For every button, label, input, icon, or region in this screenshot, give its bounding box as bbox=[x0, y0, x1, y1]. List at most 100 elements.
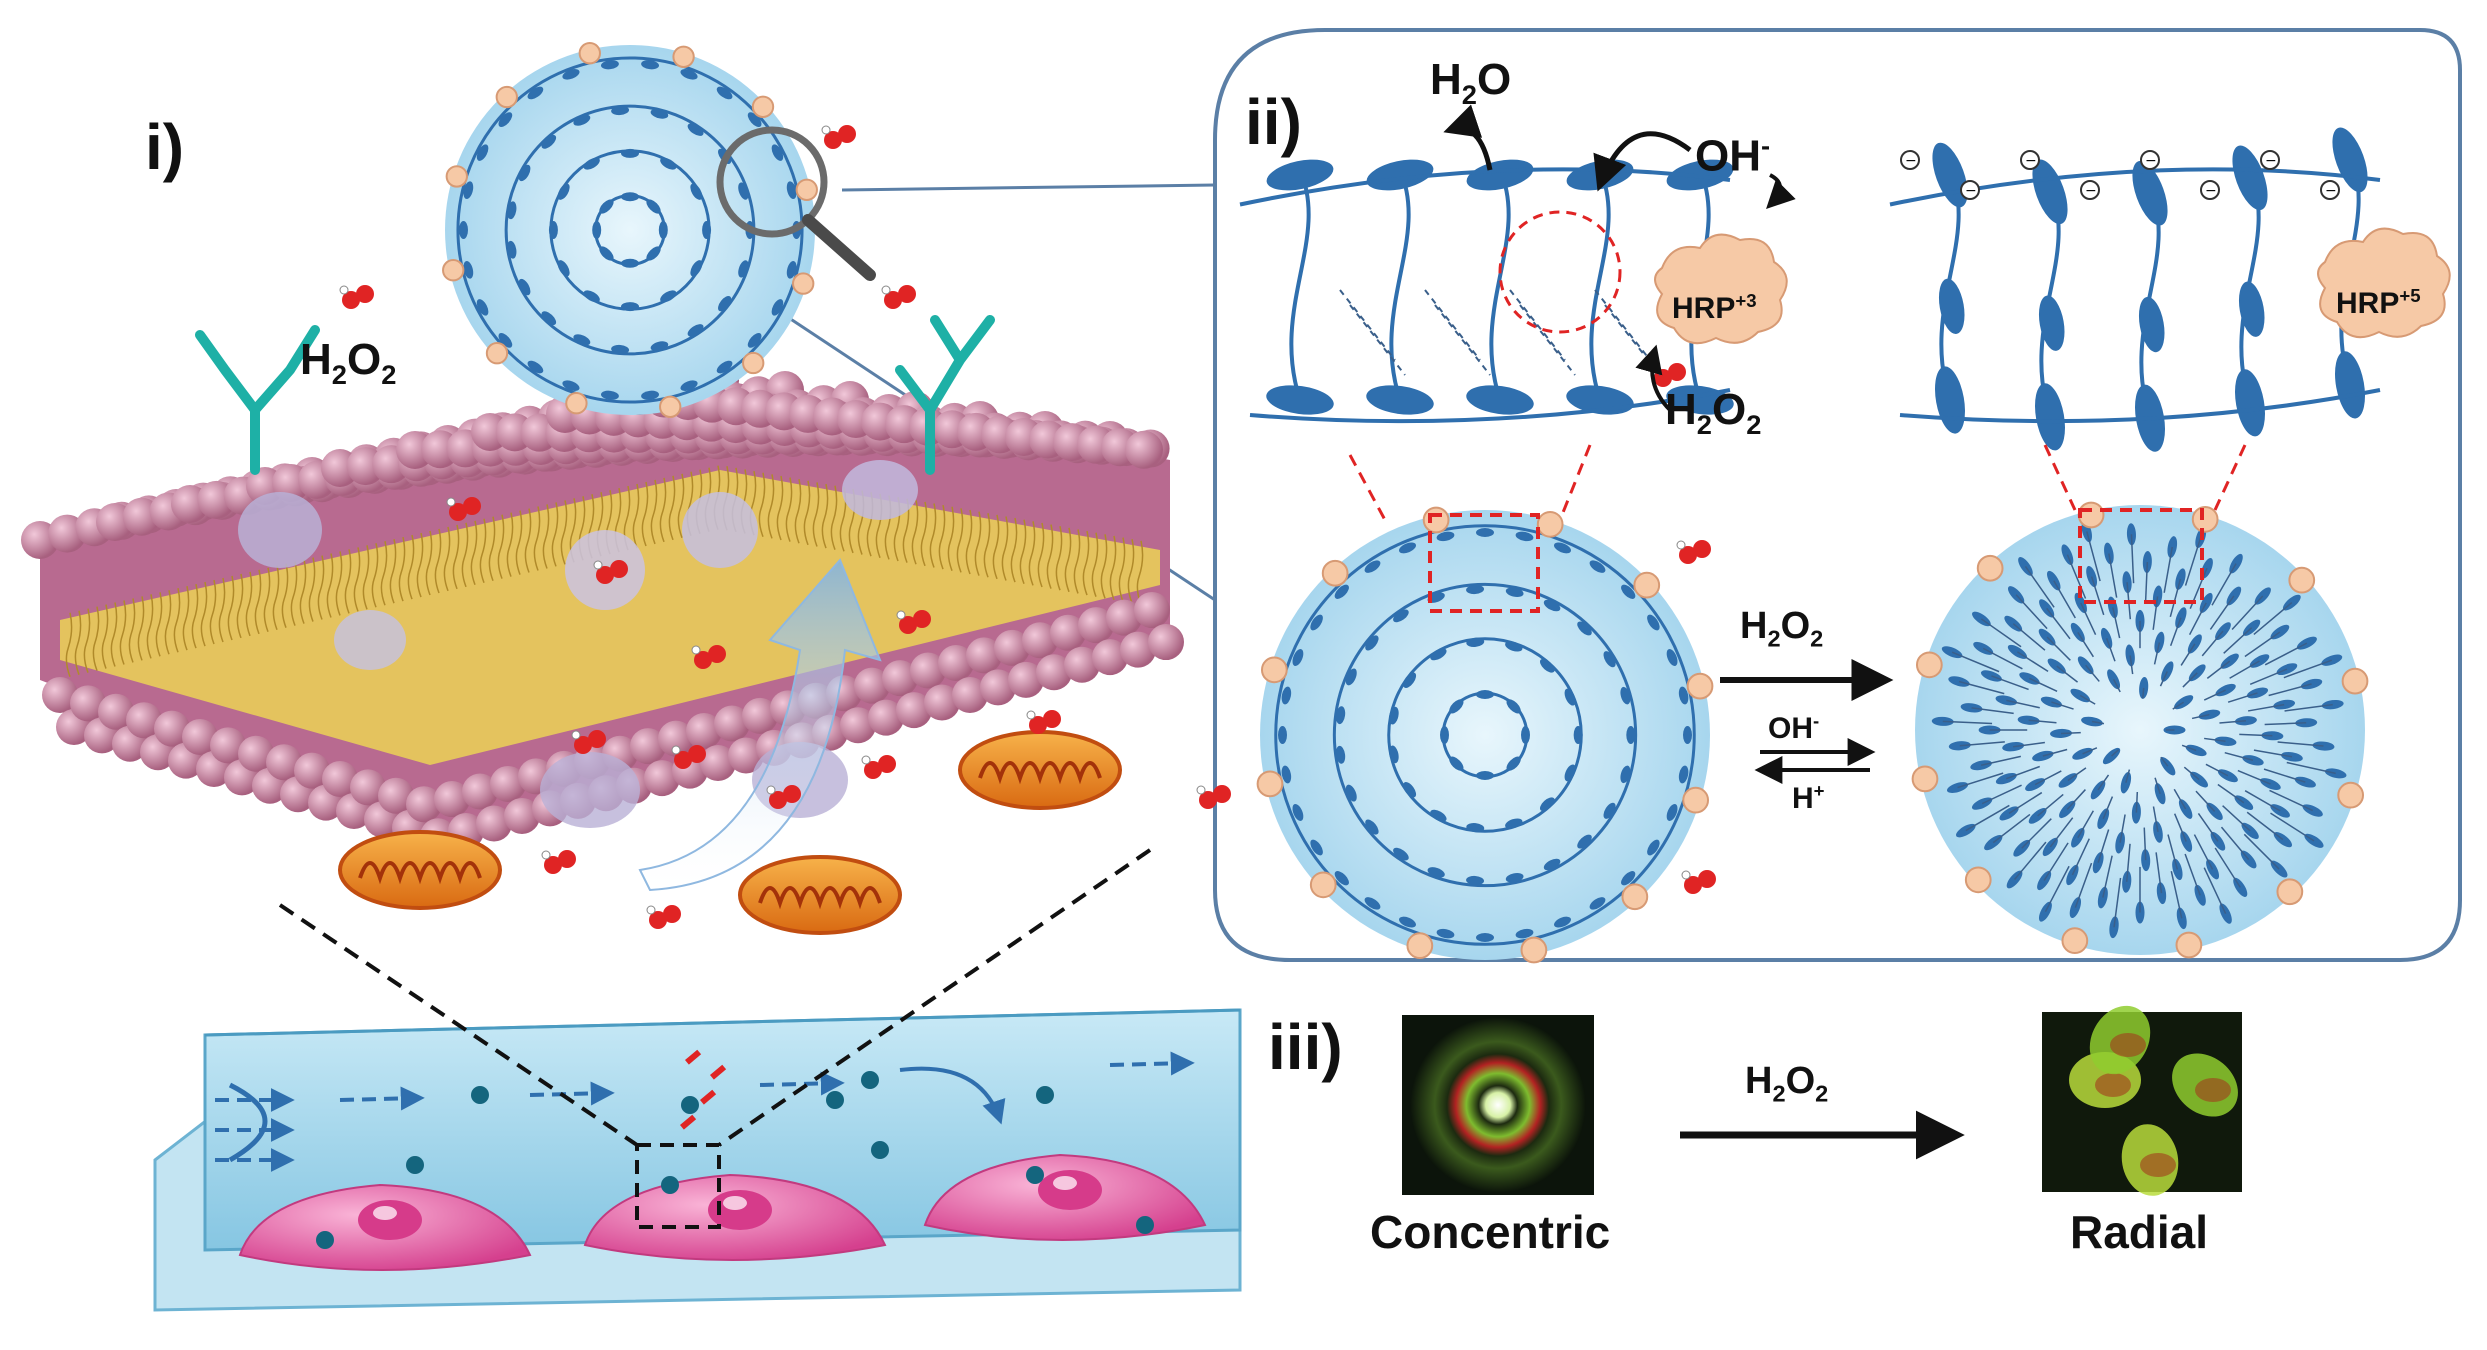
transport-arrow bbox=[638, 558, 882, 892]
radial-micelle-ii bbox=[1911, 501, 2369, 959]
cell bbox=[923, 1153, 1207, 1241]
membrane-protein bbox=[682, 492, 758, 568]
h2o2-molecule bbox=[1026, 710, 1061, 734]
hrp-label-left: HRP+3 bbox=[1672, 290, 1757, 325]
flow-line bbox=[529, 1081, 615, 1106]
h2o2-molecule bbox=[446, 497, 481, 521]
flow-front bbox=[228, 1082, 268, 1163]
glycan-chain bbox=[195, 315, 995, 475]
membrane-protein bbox=[842, 460, 918, 520]
panel-ii-frame bbox=[1213, 28, 2462, 962]
oh-attack-arrow bbox=[1593, 131, 1692, 192]
panel-label-iii: iii) bbox=[1268, 1011, 1343, 1083]
h2o2-molecule bbox=[571, 730, 606, 754]
open-network: − − − − − − − − bbox=[1889, 127, 2381, 452]
nanoparticle bbox=[661, 1176, 679, 1194]
h2o2-dash bbox=[709, 1064, 727, 1080]
h2o2-molecule bbox=[691, 645, 726, 669]
h2o2-molecule bbox=[541, 850, 576, 874]
nanoparticle bbox=[406, 1156, 424, 1174]
h-bond-highlight bbox=[1498, 210, 1622, 334]
h2o2-dash bbox=[685, 1049, 702, 1065]
red-dash bbox=[2213, 444, 2247, 511]
concentric-micelle-i bbox=[442, 42, 818, 418]
nanoparticle bbox=[316, 1231, 334, 1249]
svg-text:−: − bbox=[1905, 153, 1917, 169]
h2o2-molecule bbox=[1651, 363, 1686, 387]
nanoparticle bbox=[471, 1086, 489, 1104]
oh-small-arrow bbox=[1766, 173, 1796, 209]
red-dash bbox=[1558, 444, 1592, 521]
arrow-h2o2-label-iii: H2O2 bbox=[1745, 1060, 1829, 1107]
h2o2-molecule bbox=[896, 610, 931, 634]
red-dash bbox=[2043, 444, 2077, 511]
radial-lobe-red bbox=[2195, 1078, 2231, 1102]
h2o2-molecule bbox=[861, 755, 896, 779]
h2o2-arrow bbox=[1635, 344, 1672, 412]
concentric-image bbox=[1410, 1017, 1586, 1193]
panel-label-ii: ii) bbox=[1245, 86, 1302, 158]
nanoparticle bbox=[681, 1096, 699, 1114]
h2o2-label-ii: H2O2 bbox=[1665, 385, 1762, 440]
membrane-protein bbox=[334, 610, 406, 670]
mitochondrion bbox=[738, 855, 902, 935]
radial-lobe-red bbox=[2095, 1073, 2131, 1097]
crosslinked-network bbox=[1239, 159, 1734, 424]
hrp-label-right: HRP+5 bbox=[2336, 285, 2421, 320]
radial-lobe-red bbox=[2140, 1153, 2176, 1177]
cell bbox=[583, 1173, 887, 1261]
flow-arrows bbox=[215, 1049, 1195, 1249]
nanoparticle bbox=[861, 1071, 879, 1089]
h2o2-dash bbox=[699, 1089, 717, 1105]
h2o2-molecule bbox=[821, 125, 856, 149]
h2o2-molecule bbox=[881, 285, 916, 309]
h2o2-molecule bbox=[339, 285, 374, 309]
h2o2-molecule bbox=[671, 745, 706, 769]
nanoparticle bbox=[1136, 1216, 1154, 1234]
panel-label-i: i) bbox=[145, 111, 185, 183]
h2o2-molecule bbox=[766, 785, 801, 809]
caption-concentric: Concentric bbox=[1370, 1206, 1611, 1258]
caption-radial: Radial bbox=[2070, 1206, 2209, 1258]
cell bbox=[238, 1183, 532, 1271]
flow-curve bbox=[899, 1066, 1006, 1125]
h2o2-label-i: H2O2 bbox=[300, 335, 397, 390]
arrow-h-label: H+ bbox=[1792, 780, 1825, 815]
red-dash bbox=[1348, 454, 1387, 521]
flow-line bbox=[1109, 1051, 1195, 1076]
h2o-label: H2O bbox=[1430, 55, 1512, 110]
h2o-release-arrow bbox=[1443, 104, 1493, 171]
svg-text:−: − bbox=[2025, 153, 2037, 169]
svg-text:−: − bbox=[2085, 183, 2097, 199]
nanoparticle bbox=[826, 1091, 844, 1109]
svg-text:−: − bbox=[2205, 183, 2217, 199]
magnifier-icon bbox=[716, 126, 876, 281]
nanoparticle bbox=[1036, 1086, 1054, 1104]
svg-text:−: − bbox=[2265, 153, 2277, 169]
projection-line-right bbox=[717, 848, 1152, 1147]
zoom-line-top bbox=[841, 183, 1216, 192]
zoom-box-red-left bbox=[1428, 513, 1540, 613]
projection-line-left bbox=[278, 903, 639, 1147]
svg-text:−: − bbox=[2145, 153, 2157, 169]
h2o2-molecule bbox=[1196, 785, 1231, 809]
arrow-oh-label: OH- bbox=[1768, 710, 1820, 745]
nanoparticle bbox=[871, 1141, 889, 1159]
hrp-blob-right bbox=[2317, 227, 2451, 339]
h2o2-molecule bbox=[1676, 540, 1711, 564]
mitochondria-group bbox=[338, 730, 1122, 935]
svg-text:−: − bbox=[2325, 183, 2337, 199]
zoom-box bbox=[635, 1143, 721, 1229]
nanoparticle bbox=[1026, 1166, 1044, 1184]
mitochondrion bbox=[338, 830, 502, 910]
cells-group bbox=[238, 1153, 1207, 1271]
mitochondrion bbox=[958, 730, 1122, 810]
oh-label: OH- bbox=[1695, 130, 1771, 181]
svg-text:−: − bbox=[1965, 183, 1977, 199]
membrane-protein bbox=[238, 492, 322, 568]
h2o2-dash bbox=[679, 1114, 697, 1130]
radial-lobe-red bbox=[2110, 1033, 2146, 1057]
h2o2-molecule bbox=[593, 560, 628, 584]
